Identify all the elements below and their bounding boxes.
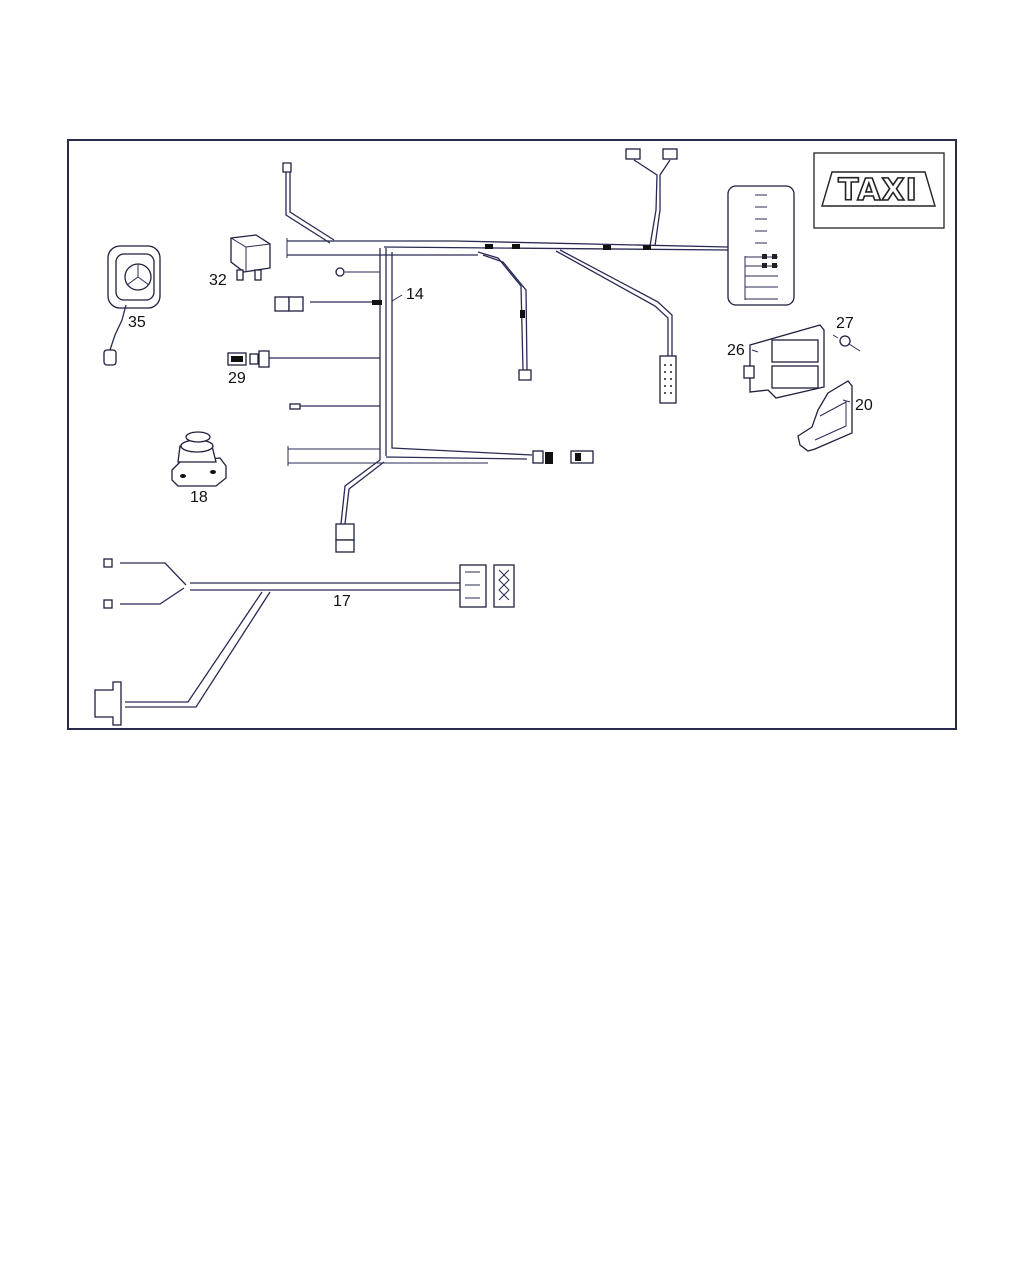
cover-20[interactable] (797, 380, 853, 452)
taxi-sign[interactable]: TAXI (813, 152, 945, 229)
buzzer-18[interactable] (171, 431, 227, 487)
bracket-26[interactable] (743, 324, 825, 399)
harness-end-connectors (274, 148, 678, 553)
label-17: 17 (333, 593, 351, 610)
label-32: 32 (209, 272, 227, 289)
label-14: 14 (406, 286, 424, 303)
diagram-frame (67, 139, 957, 730)
label-18: 18 (190, 489, 208, 506)
terminal-panel (727, 185, 795, 306)
connector-29[interactable] (227, 350, 270, 368)
label-35: 35 (128, 314, 146, 331)
main-wiring-harness[interactable] (268, 159, 729, 525)
bolt-27[interactable] (839, 335, 861, 352)
label-26: 26 (727, 342, 745, 359)
relay-32[interactable] (230, 234, 271, 281)
leader-lines (391, 294, 851, 403)
label-20: 20 (855, 397, 873, 414)
emblem-switch-35[interactable] (103, 245, 161, 366)
label-29: 29 (228, 370, 246, 387)
label-27: 27 (836, 315, 854, 332)
taxi-sign-text: TAXI (838, 173, 918, 208)
harness-17[interactable] (94, 558, 515, 726)
